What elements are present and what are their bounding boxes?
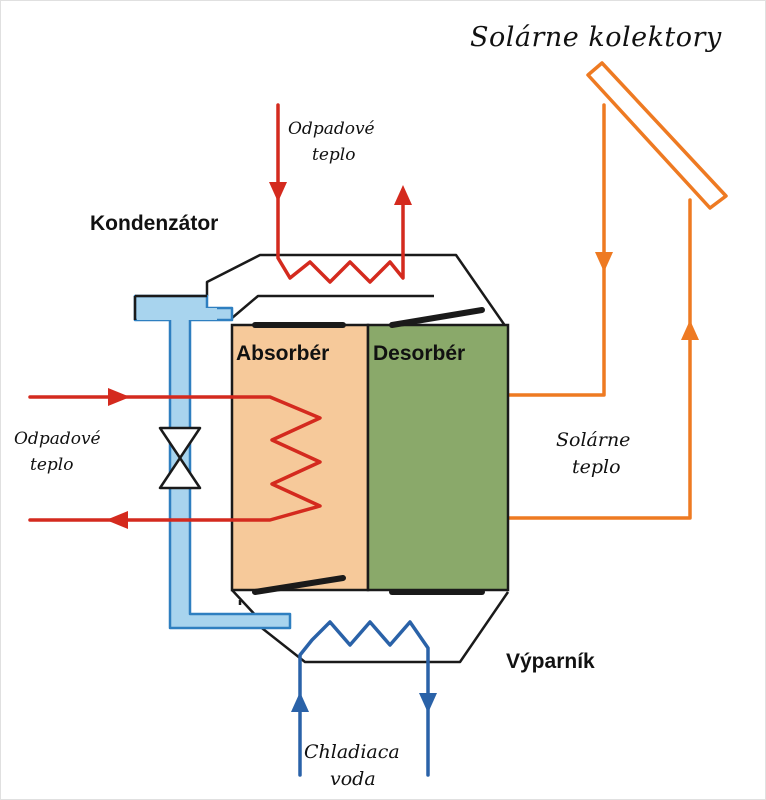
- expansion-valve: [158, 426, 202, 490]
- solar-down-arrow: [595, 252, 613, 272]
- condenser-heat-loop: [276, 103, 405, 284]
- waste-heat-out-arrow: [106, 511, 128, 529]
- chilled-water-up-arrow: [291, 692, 309, 712]
- solar-collector-panel: [586, 61, 728, 210]
- condenser-out-arrow: [394, 185, 412, 205]
- waste-heat-in-arrow: [108, 388, 130, 406]
- refrigerant-pipe: [133, 294, 292, 630]
- solar-up-arrow: [681, 320, 699, 340]
- solar-heat-label-line1: Solárne: [556, 429, 630, 451]
- absorber-label: Absorbér: [236, 342, 329, 365]
- cooling-water-label-line2: voda: [330, 768, 376, 790]
- desorber-chamber: [366, 323, 510, 592]
- solar-collectors-label: Solárne kolektory: [470, 22, 722, 53]
- waste-heat-top-label-line2: teplo: [312, 145, 355, 165]
- desorber-label: Desorbér: [373, 342, 465, 365]
- cooling-water-label-line1: Chladiaca: [304, 741, 400, 763]
- waste-heat-left-label-line2: teplo: [30, 455, 73, 475]
- solar-heat-label-line2: teplo: [572, 456, 621, 478]
- evaporator-water-loop: [298, 620, 430, 777]
- chilled-water-down-arrow: [419, 693, 437, 713]
- condenser-label: Kondenzátor: [90, 212, 218, 235]
- waste-heat-left-label-line1: Odpadové: [14, 429, 101, 449]
- waste-heat-absorber-loop: [28, 395, 322, 522]
- waste-heat-top-label-line1: Odpadové: [288, 119, 375, 139]
- absorber-chamber: [230, 323, 370, 592]
- baffles: [252, 307, 485, 595]
- evaporator-label: Výparník: [506, 650, 595, 673]
- condenser-in-arrow: [269, 182, 287, 202]
